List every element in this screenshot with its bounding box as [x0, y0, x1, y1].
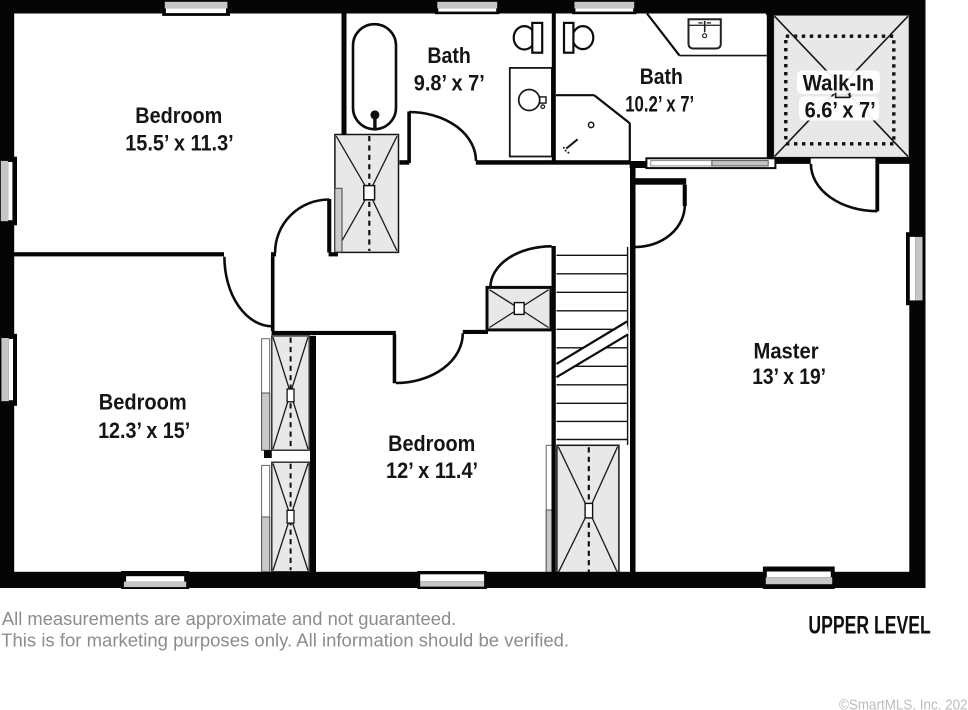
svg-text:Walk-In: Walk-In — [803, 71, 874, 96]
svg-text:Master: Master — [754, 338, 819, 363]
svg-text:Bedroom: Bedroom — [99, 390, 187, 415]
svg-text:12’ x 11.4’: 12’ x 11.4’ — [386, 458, 478, 483]
svg-text:Bath: Bath — [427, 43, 471, 68]
svg-text:15.5’ x 11.3’: 15.5’ x 11.3’ — [125, 130, 234, 155]
svg-text:All measurements are approxima: All measurements are approximate and not… — [2, 609, 456, 629]
svg-text:Bedroom: Bedroom — [135, 103, 222, 128]
svg-text:6.6’ x 7’: 6.6’ x 7’ — [805, 97, 876, 122]
svg-text:13’ x 19’: 13’ x 19’ — [752, 364, 826, 389]
svg-text:UPPER LEVEL: UPPER LEVEL — [808, 613, 930, 640]
svg-text:Bedroom: Bedroom — [388, 431, 475, 456]
svg-text:This is for marketing purposes: This is for marketing purposes only. All… — [1, 631, 569, 651]
svg-text:10.2’ x 7’: 10.2’ x 7’ — [625, 91, 694, 116]
svg-text:9.8’ x 7’: 9.8’ x 7’ — [414, 70, 485, 95]
svg-text:12.3’ x 15’: 12.3’ x 15’ — [98, 418, 190, 443]
svg-text:Bath: Bath — [640, 64, 683, 89]
svg-text:©SmartMLS, Inc. 2021: ©SmartMLS, Inc. 2021 — [839, 698, 968, 710]
